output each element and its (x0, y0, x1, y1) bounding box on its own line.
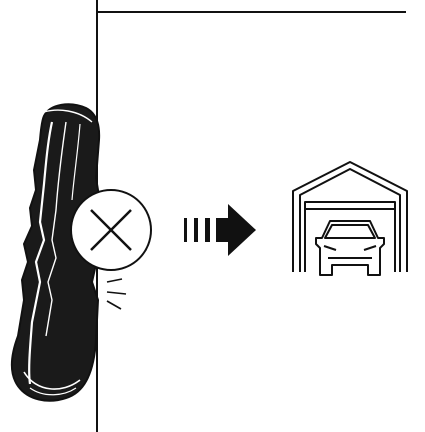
garage-icon (293, 162, 407, 272)
prohibited-icon (71, 190, 151, 270)
arrow-right-icon (184, 204, 256, 256)
car-icon (316, 221, 384, 275)
impact-lines-icon (107, 279, 126, 309)
